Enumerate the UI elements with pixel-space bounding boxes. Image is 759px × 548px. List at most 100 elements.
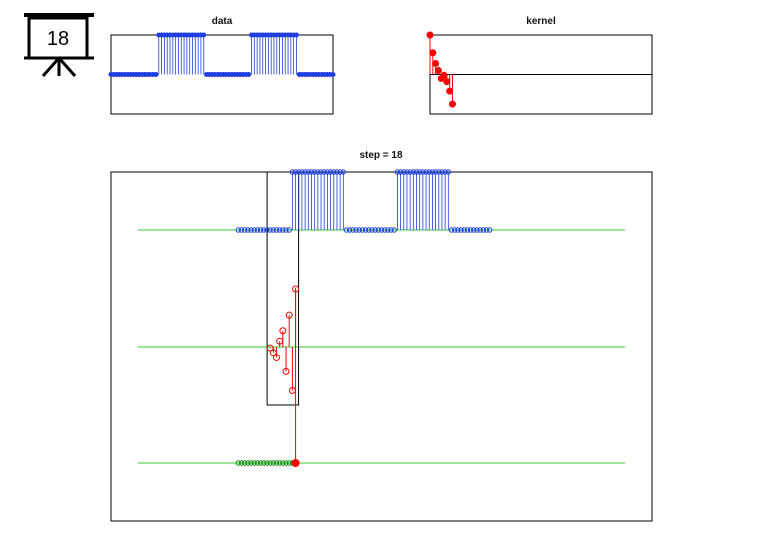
kernel-point-marker xyxy=(443,78,451,86)
shifted-data-point-marker xyxy=(375,227,382,233)
shifted-data-point-marker xyxy=(391,227,397,233)
shifted-data-point-marker xyxy=(401,169,407,175)
shifted-data-point-marker xyxy=(296,169,302,175)
shifted-data-point-marker xyxy=(458,227,464,233)
shifted-data-point-marker xyxy=(464,227,471,233)
flipped-kernel-point-marker xyxy=(285,311,293,319)
flipped-kernel-point-marker xyxy=(279,327,287,335)
shifted-data-point-marker xyxy=(429,169,436,175)
shifted-data-point-marker xyxy=(257,227,264,233)
shifted-data-point-marker xyxy=(280,227,286,233)
shifted-data-point-marker xyxy=(251,227,257,233)
output-point-marker xyxy=(273,460,280,466)
data-chart-marks xyxy=(108,32,336,77)
shifted-data-point-marker xyxy=(471,227,477,233)
shifted-data-point-marker xyxy=(340,169,347,175)
shifted-data-point-marker xyxy=(289,169,296,175)
shifted-data-point-marker xyxy=(436,169,442,175)
shifted-data-point-marker xyxy=(362,227,369,233)
output-point-marker xyxy=(241,460,248,466)
shifted-data-point-marker xyxy=(267,227,273,233)
shifted-data-point-marker xyxy=(321,169,327,175)
shifted-data-point-marker xyxy=(477,227,483,233)
kernel-point-marker xyxy=(429,49,437,57)
kernel-chart-title: kernel xyxy=(526,16,556,27)
data-point-marker xyxy=(153,72,159,77)
shifted-data-point-marker xyxy=(461,227,467,233)
output-point-marker xyxy=(283,460,289,466)
shifted-data-point-marker xyxy=(416,169,423,175)
shifted-data-point-marker xyxy=(448,227,455,233)
shifted-data-point-marker xyxy=(273,227,280,233)
shifted-data-point-marker xyxy=(385,227,391,233)
shifted-data-point-marker xyxy=(423,169,429,175)
output-point-marker xyxy=(276,460,283,466)
shifted-data-point-marker xyxy=(426,169,432,175)
presentation-board-icon xyxy=(24,13,94,77)
shifted-data-point-marker xyxy=(381,227,388,233)
data-point-marker xyxy=(201,32,207,38)
current-output-marker xyxy=(291,459,300,467)
output-point-marker xyxy=(248,460,254,466)
kernel-point-marker xyxy=(426,31,434,39)
shifted-data-point-marker xyxy=(292,169,299,175)
shifted-data-point-marker xyxy=(327,169,334,175)
shifted-data-point-marker xyxy=(343,227,350,233)
shifted-data-point-marker xyxy=(451,227,458,233)
shifted-data-point-marker xyxy=(372,227,378,233)
output-point-marker xyxy=(267,460,273,466)
shifted-data-point-marker xyxy=(480,227,487,233)
flipped-kernel-point-marker xyxy=(272,353,280,361)
kernel-point-marker xyxy=(432,59,440,67)
data-chart-title: data xyxy=(212,16,233,27)
shifted-data-point-marker xyxy=(276,227,283,233)
step-chart-title: step = 18 xyxy=(359,150,403,161)
shifted-data-point-marker xyxy=(350,227,356,233)
shifted-data-point-marker xyxy=(359,227,366,233)
shifted-data-point-marker xyxy=(248,227,254,233)
shifted-data-point-marker xyxy=(388,227,394,233)
shifted-data-point-marker xyxy=(311,169,318,175)
shifted-data-point-marker xyxy=(324,169,331,175)
shifted-data-point-marker xyxy=(442,169,448,175)
shifted-data-point-marker xyxy=(308,169,315,175)
shifted-data-point-marker xyxy=(407,169,413,175)
kernel-point-marker xyxy=(448,100,456,108)
flipped-kernel-point-marker xyxy=(282,367,290,375)
output-point-marker xyxy=(245,460,251,466)
kernel-point-marker xyxy=(446,87,454,95)
shifted-data-point-marker xyxy=(334,169,340,175)
shifted-data-point-marker xyxy=(455,227,461,233)
kernel-point-marker xyxy=(434,67,442,75)
shifted-data-point-marker xyxy=(378,227,385,233)
shifted-data-point-marker xyxy=(413,169,420,175)
shifted-data-point-marker xyxy=(420,169,426,175)
shifted-data-point-marker xyxy=(487,227,493,233)
kernel-chart-marks xyxy=(426,31,652,108)
shifted-data-point-marker xyxy=(238,227,245,233)
output-point-marker xyxy=(251,460,257,466)
shifted-data-point-marker xyxy=(474,227,480,233)
output-point-marker xyxy=(254,460,261,466)
data-point-marker xyxy=(246,72,252,77)
step-chart-frame xyxy=(110,171,653,522)
shifted-data-point-marker xyxy=(315,169,321,175)
shifted-data-point-marker xyxy=(404,169,410,175)
shifted-data-point-marker xyxy=(283,227,289,233)
shifted-data-point-marker xyxy=(353,227,359,233)
shifted-data-point-marker xyxy=(299,169,305,175)
shifted-data-point-marker xyxy=(305,169,312,175)
shifted-data-point-marker xyxy=(432,169,439,175)
shifted-data-point-marker xyxy=(254,227,261,233)
shifted-data-point-marker xyxy=(394,169,401,175)
data-point-marker xyxy=(293,32,299,38)
shifted-data-point-marker xyxy=(337,169,343,175)
step-chart-marks xyxy=(138,169,625,467)
shifted-data-point-marker xyxy=(439,169,445,175)
output-point-marker xyxy=(270,460,276,466)
shifted-data-point-marker xyxy=(261,227,267,233)
shifted-data-point-marker xyxy=(264,227,270,233)
shifted-data-point-marker xyxy=(318,169,324,175)
step-number-badge: 18 xyxy=(47,28,69,50)
shifted-data-point-marker xyxy=(241,227,248,233)
